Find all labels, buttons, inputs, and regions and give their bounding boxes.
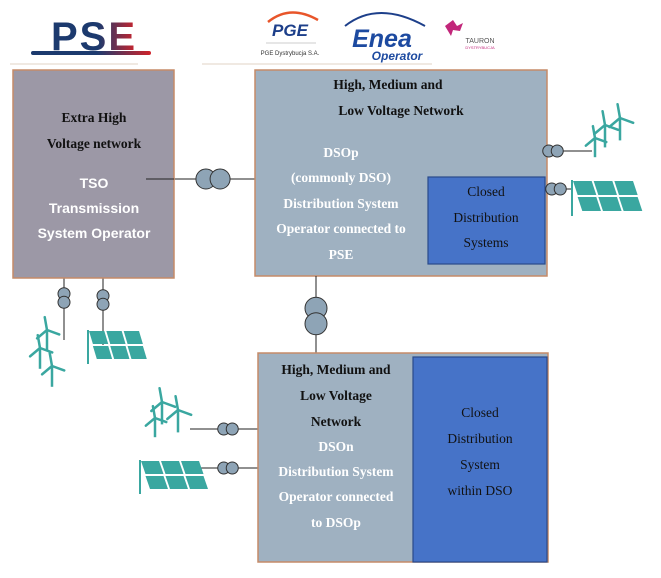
- dson-header-line: Network: [311, 414, 362, 429]
- dsop-body-line: DSOp: [323, 145, 358, 160]
- dsop-closed-line: Systems: [463, 235, 508, 250]
- enea-logo: Enea Operator: [344, 12, 426, 63]
- wind-turbine-icon: [40, 351, 66, 387]
- dsop-body-line: Distribution System: [283, 196, 399, 211]
- tauron-logo: TAURON DYSTRYBUCJA: [445, 20, 495, 50]
- tso-header-line: Extra High: [62, 110, 127, 125]
- wind-turbine-icon: [144, 404, 168, 438]
- tso-body-line: System Operator: [38, 225, 151, 241]
- solar-panel-icon: [87, 330, 147, 364]
- transformer-icon: [304, 296, 328, 336]
- pge-logo-subtext: PGE Dystrybucja S.A.: [261, 51, 320, 57]
- solar-panel-icon: [139, 460, 208, 494]
- dson-body-line: DSOn: [318, 439, 354, 454]
- solar-panel-icon: [571, 180, 643, 216]
- tso-body-line: Transmission: [49, 200, 139, 216]
- transformer-icon: [217, 461, 239, 475]
- tso-body-line: TSO: [80, 175, 109, 191]
- wind-turbine-icon: [608, 102, 635, 141]
- tso-header-line: Voltage network: [47, 136, 142, 151]
- dson-closed-box: [412, 356, 548, 563]
- dsop-header-line: High, Medium and: [333, 77, 443, 92]
- pse-logo: PSE: [31, 15, 151, 59]
- dson-body-line: Distribution System: [278, 464, 394, 479]
- dson-closed-line: System: [460, 457, 500, 472]
- tso-box: [12, 69, 175, 279]
- tauron-logo-text: TAURON: [465, 38, 494, 45]
- dsop-body-line: Operator connected to: [276, 221, 406, 236]
- enea-logo-text: Enea: [352, 25, 412, 53]
- transformer-icon: [57, 287, 71, 309]
- dsop-body-line: PSE: [329, 247, 354, 262]
- wind-turbine-icon: [166, 394, 193, 433]
- transformer-icon: [542, 144, 564, 158]
- dson-header-line: Low Voltage: [300, 388, 372, 403]
- dsop-closed-line: Distribution: [453, 210, 519, 225]
- pge-logo-text: PGE: [272, 21, 309, 40]
- dson-body-line: Operator connected: [279, 489, 394, 504]
- dson-closed-line: Closed: [461, 405, 499, 420]
- dson-closed-line: within DSO: [448, 483, 513, 498]
- transformer-icon: [96, 289, 110, 311]
- wind-turbine-icon: [584, 124, 608, 158]
- enea-logo-subtext: Operator: [372, 49, 424, 63]
- dsop-header-line: Low Voltage Network: [338, 103, 464, 118]
- transformer-icon: [195, 168, 231, 190]
- transformer-icon: [545, 182, 567, 196]
- dsop-closed-box: [427, 176, 546, 265]
- transformer-icon: [217, 422, 239, 436]
- dson-header-line: High, Medium and: [281, 362, 391, 377]
- wind-turbine-icon: [28, 333, 54, 369]
- dson-body-line: to DSOp: [311, 515, 361, 530]
- dsop-body-line: (commonly DSO): [291, 170, 391, 185]
- tauron-logo-subtext: DYSTRYBUCJA: [465, 45, 495, 50]
- dson-closed-line: Distribution: [447, 431, 513, 446]
- pge-logo: PGE PGE Dystrybucja S.A.: [261, 11, 320, 57]
- wind-turbine-icon: [593, 109, 620, 148]
- dsop-closed-line: Closed: [467, 184, 505, 199]
